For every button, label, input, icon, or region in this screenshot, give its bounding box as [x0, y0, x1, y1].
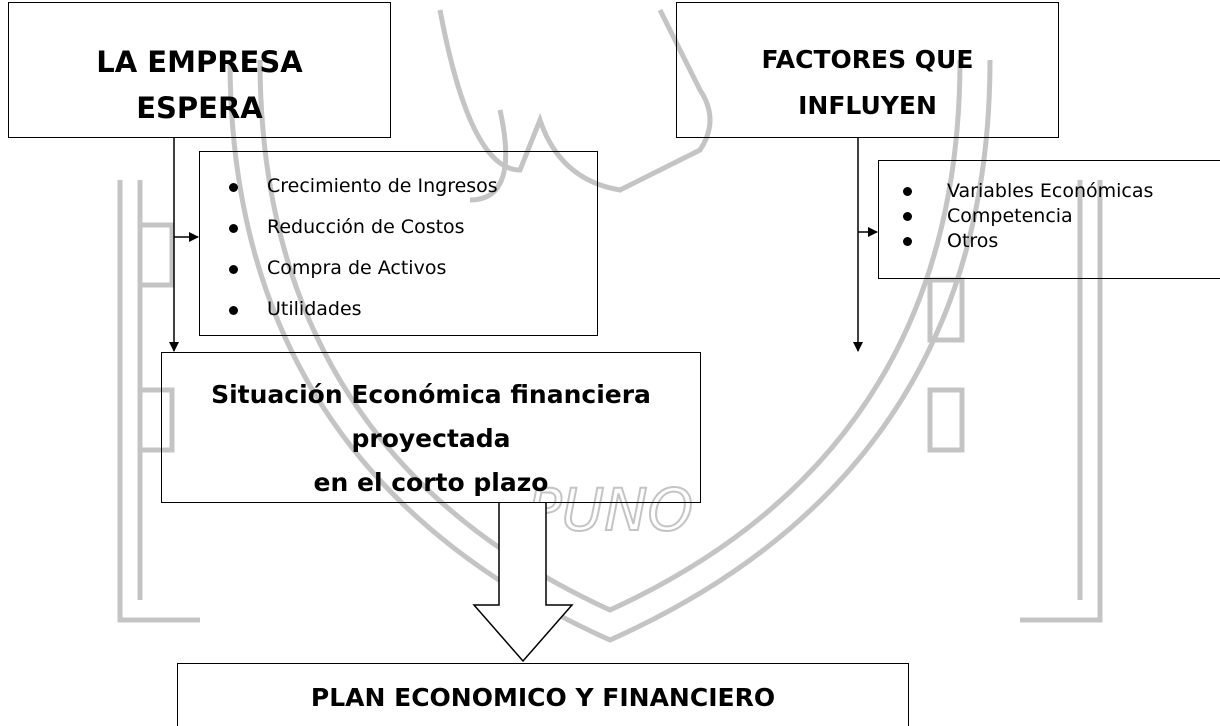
list-item-text: Crecimiento de Ingresos — [267, 175, 498, 197]
empresa-title-line2: ESPERA — [136, 91, 263, 125]
list-item-text: Otros — [947, 230, 999, 252]
bullet-icon — [903, 187, 912, 196]
list-item-text: Reducción de Costos — [267, 216, 465, 238]
situacion-title-line1: Situación Económica financiera proyectad… — [211, 380, 651, 453]
list-item-text: Compra de Activos — [267, 257, 447, 279]
bullet-icon — [229, 265, 238, 274]
empresa-espera-title: LA EMPRESA ESPERA — [9, 39, 390, 131]
factores-list: Variables Económicas Competencia Otros — [879, 178, 1220, 253]
situacion-economica-box: Situación Económica financiera proyectad… — [161, 352, 701, 503]
list-item: Utilidades — [200, 292, 597, 333]
bullet-icon — [229, 224, 238, 233]
factores-influyen-box: FACTORES QUE INFLUYEN — [676, 2, 1059, 138]
list-item-text: Variables Económicas — [947, 180, 1154, 202]
empresa-espera-box: LA EMPRESA ESPERA — [8, 2, 391, 138]
plan-economico-title: PLAN ECONOMICO Y FINANCIERO — [310, 683, 776, 712]
list-item: Compra de Activos — [200, 251, 597, 292]
situacion-economica-title: Situación Económica financiera proyectad… — [162, 373, 700, 505]
list-item: Reducción de Costos — [200, 210, 597, 251]
plan-economico-box: PLAN ECONOMICO Y FINANCIERO — [177, 663, 909, 726]
factores-list-box: Variables Económicas Competencia Otros — [878, 160, 1220, 279]
situacion-title-line2: en el corto plazo — [313, 468, 549, 497]
list-item-text: Utilidades — [267, 298, 362, 320]
list-item: Variables Económicas — [879, 178, 1220, 203]
list-item: Otros — [879, 228, 1220, 253]
bullet-icon — [229, 306, 238, 315]
empresa-title-line1: LA EMPRESA — [96, 45, 303, 79]
factores-influyen-title: FACTORES QUE INFLUYEN — [677, 37, 1058, 129]
list-item-text: Competencia — [947, 205, 1073, 227]
expectativas-list-box: Crecimiento de Ingresos Reducción de Cos… — [199, 151, 598, 336]
expectativas-list: Crecimiento de Ingresos Reducción de Cos… — [200, 169, 597, 333]
bullet-icon — [903, 212, 912, 221]
factores-title-line2: INFLUYEN — [798, 91, 937, 120]
bullet-icon — [903, 237, 912, 246]
bullet-icon — [229, 183, 238, 192]
list-item: Crecimiento de Ingresos — [200, 169, 597, 210]
list-item: Competencia — [879, 203, 1220, 228]
factores-title-line1: FACTORES QUE — [761, 45, 974, 74]
